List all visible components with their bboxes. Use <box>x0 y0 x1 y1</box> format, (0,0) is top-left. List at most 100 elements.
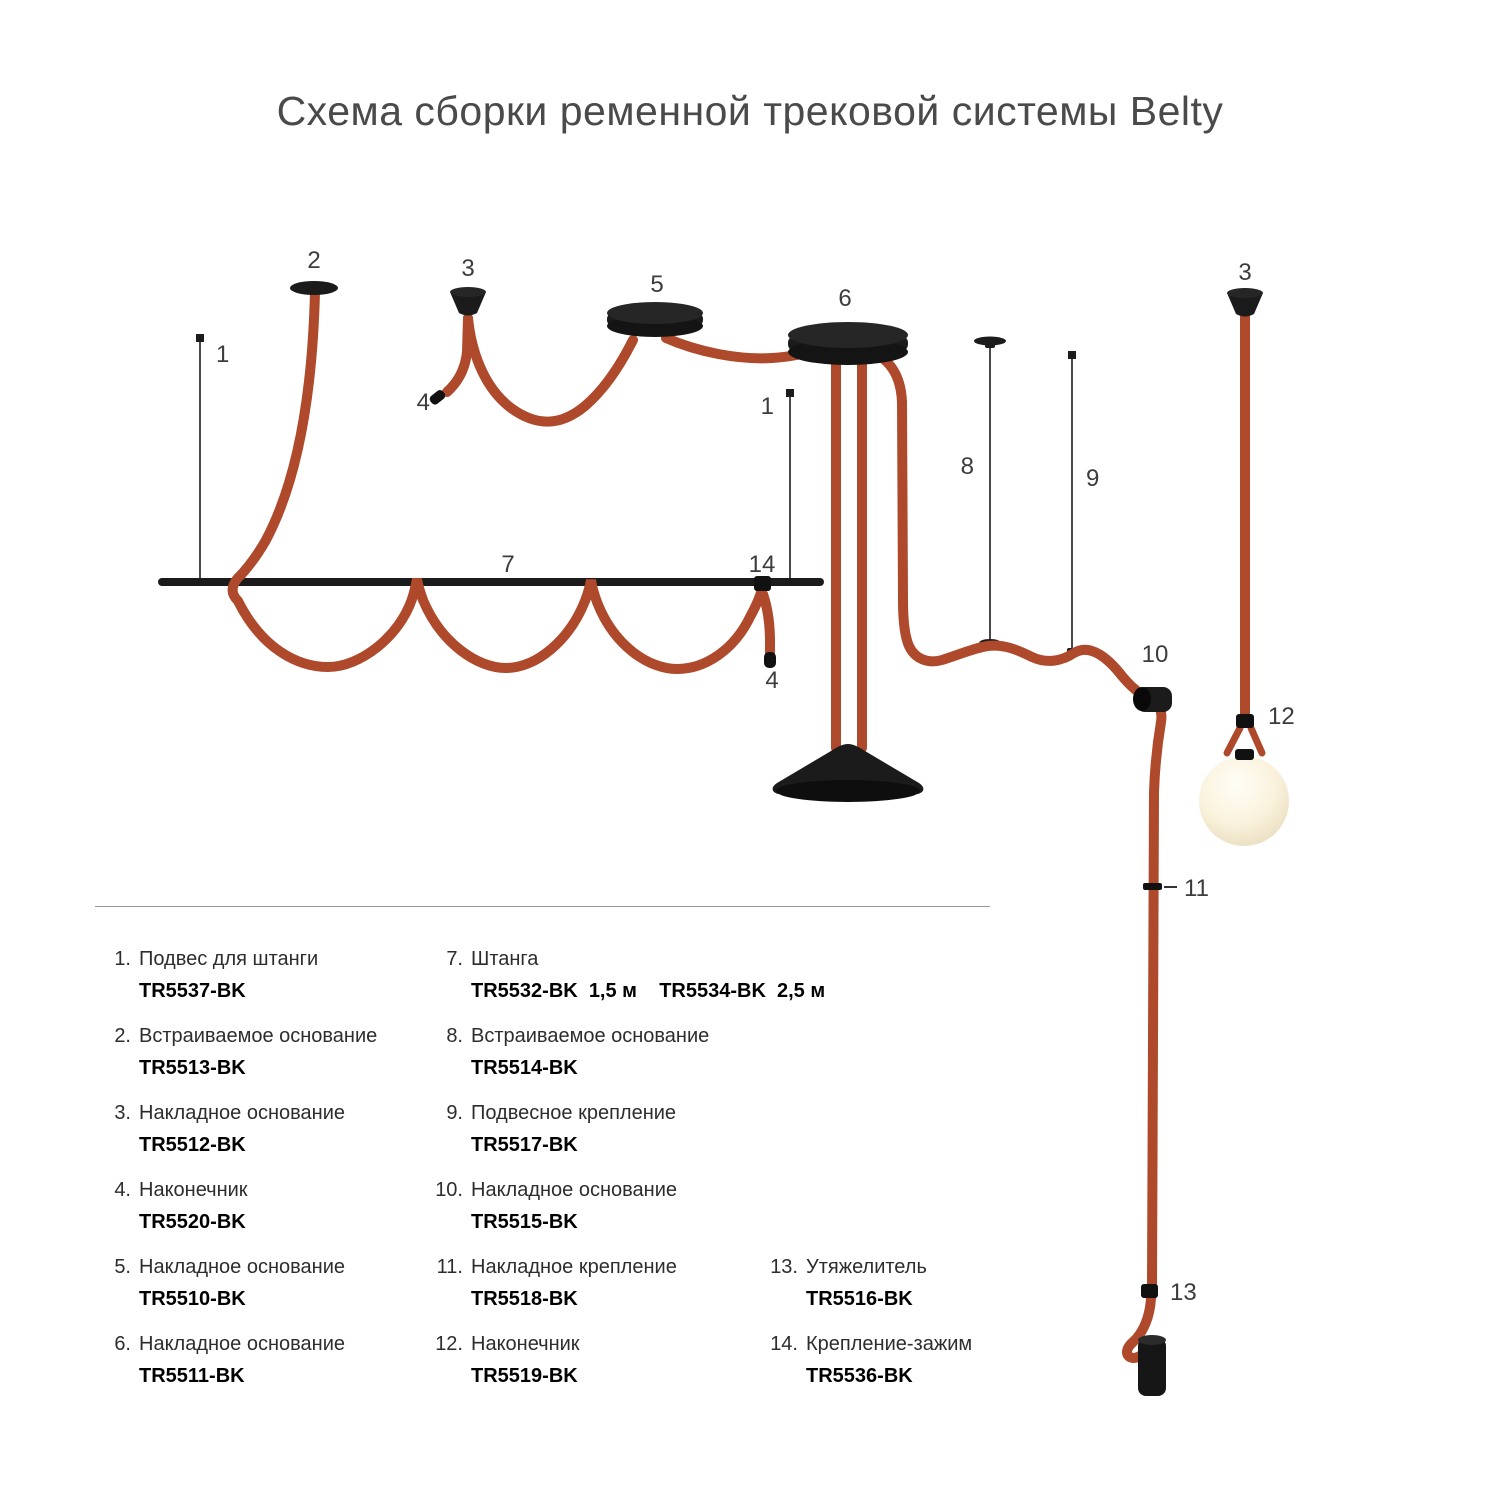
diagram-labels: 1 2 3 4 5 6 7 14 1 4 8 9 10 11 12 13 3 <box>216 247 1295 1306</box>
legend-column-1: 1. Подвес для штанги TR5537-BK 2. Встраива… <box>105 948 377 1410</box>
legend-item-9: 9. Подвесное крепление TR5517-BK <box>425 1102 825 1179</box>
legend-item-6: 6. Накладное основание TR5511-BK <box>105 1333 377 1410</box>
page-title: Схема сборки ременной трековой системы B… <box>276 88 1224 134</box>
surface-base-3-left <box>450 287 486 316</box>
callout-4-right: 4 <box>765 667 778 694</box>
legend-item-number: 9. <box>446 1102 463 1124</box>
legend-item-4: 4. Наконечник TR5520-BK <box>105 1179 377 1256</box>
legend-item-code: TR5536-BK <box>806 1365 913 1387</box>
legend-item-5: 5.Накладное основание TR5510-BK <box>105 1256 377 1333</box>
callout-14: 14 <box>749 551 776 578</box>
recessed-base-2 <box>290 281 338 295</box>
callout-3-right: 3 <box>1238 259 1251 286</box>
legend-item-name: Подвесное крепление <box>471 1102 677 1124</box>
legend-item-code: TR5513-BK <box>139 1057 246 1079</box>
legend-item-number: 11. <box>436 1256 463 1278</box>
legend-item-code: TR5518-BK <box>471 1288 578 1310</box>
legend-item-name: Накладное основание <box>471 1179 678 1201</box>
callout-13: 13 <box>1170 1279 1197 1306</box>
belt-base10-down <box>1143 693 1167 1291</box>
legend-item-name: Накладное основание <box>139 1333 346 1355</box>
legend-item-10: 10. Накладное основание TR5515-BK <box>425 1179 825 1256</box>
legend-item-number: 5. <box>114 1256 131 1278</box>
rod-suspension-wire-right <box>786 389 794 582</box>
legend-item-number: 1. <box>114 948 131 970</box>
legend-item-name: Подвес для штанги <box>139 948 319 970</box>
legend-item-code: TR5517-BK <box>471 1134 578 1156</box>
legend-item-name: Накладное крепление <box>471 1256 677 1278</box>
legend-item-7: 7. Штанга TR5532-BK 1,5 м TR5534-BK 2,5 м <box>425 948 825 1025</box>
legend-item-code: TR5532-BK 1,5 м TR5534-BK 2,5 м <box>471 980 826 1002</box>
legend-item-number: 8. <box>446 1025 463 1047</box>
belt-base6-to-base10 <box>867 347 1153 703</box>
legend-item-number: 13. <box>770 1256 798 1278</box>
callout-6: 6 <box>838 285 851 312</box>
legend-item-12: 12.Наконечник TR5519-BK <box>425 1333 825 1410</box>
belt-end-tip-4-left <box>442 313 473 397</box>
weight-13 <box>1138 1335 1166 1396</box>
recessed-base-wire-8 <box>974 336 1006 647</box>
callout-2: 2 <box>307 247 320 274</box>
ball-collar <box>1235 749 1254 760</box>
callout-4-left: 4 <box>417 389 430 416</box>
belt-ball-right <box>1247 724 1266 757</box>
surface-base-10 <box>1133 687 1172 712</box>
legend-item-2: 2. Встраиваемое основание TR5513-BK <box>105 1025 377 1102</box>
suspension-mount-wire-9 <box>1067 351 1077 655</box>
callout-8: 8 <box>961 453 974 480</box>
callout-1-left: 1 <box>216 341 229 368</box>
callout-1-right: 1 <box>761 393 774 420</box>
callout-12: 12 <box>1268 703 1295 730</box>
legend-item-name: Накладное основание <box>139 1102 346 1124</box>
callout-3-left: 3 <box>461 255 474 282</box>
tip-4-right <box>764 652 776 668</box>
legend-item-code: TR5515-BK <box>471 1211 578 1233</box>
tip-12 <box>1236 714 1254 728</box>
legend-item-number: 2. <box>114 1025 131 1047</box>
legend-item-number: 4. <box>114 1179 131 1201</box>
rod-clamp-14 <box>754 576 771 591</box>
callout-7: 7 <box>501 551 514 578</box>
belt-ball-left <box>1223 724 1244 757</box>
belt-from-base-2 <box>227 287 767 675</box>
surface-base-5 <box>607 302 703 337</box>
legend-item-name: Встраиваемое основание <box>471 1025 710 1047</box>
surface-base-3-right <box>1227 288 1263 317</box>
glass-ball <box>1199 756 1289 846</box>
legend-item-name: Накладное основание <box>139 1256 346 1278</box>
rod <box>158 578 824 586</box>
callout-5: 5 <box>650 271 663 298</box>
legend-item-number: 7. <box>446 948 463 970</box>
legend-item-name: Встраиваемое основание <box>139 1025 378 1047</box>
legend-item-name: Крепление-зажим <box>806 1333 973 1355</box>
legend-item-1: 1. Подвес для штанги TR5537-BK <box>105 948 377 1025</box>
legend-item-number: 6. <box>114 1333 131 1355</box>
legend-item-code: TR5519-BK <box>471 1365 578 1387</box>
cone-shade <box>772 744 924 802</box>
legend-item-name: Наконечник <box>139 1179 248 1201</box>
legend-item-number: 3. <box>114 1102 131 1124</box>
callout-9: 9 <box>1086 465 1099 492</box>
legend-item-14: 14. Крепление-зажим TR5536-BK <box>758 1333 972 1410</box>
legend-column-3: 13.Утяжелитель TR5516-BK 14.Крепление-за… <box>758 1256 972 1410</box>
legend-item-code: TR5516-BK <box>806 1288 913 1310</box>
belt-tail-clamp-14 <box>758 589 775 659</box>
belt-base3-to-base5 <box>463 313 638 427</box>
legend-column-2: 7. Штанга TR5532-BK 1,5 м TR5534-BK 2,5 м… <box>425 948 825 1410</box>
legend-item-code: TR5537-BK <box>139 980 246 1002</box>
callout-11: 11 <box>1184 875 1209 902</box>
legend-item-code: TR5520-BK <box>139 1211 246 1233</box>
legend-item-name: Наконечник <box>471 1333 580 1355</box>
legend-item-11: 11. Накладное крепление TR5518-BK <box>425 1256 825 1333</box>
legend-item-number: 14. <box>770 1333 798 1355</box>
surface-base-6 <box>788 322 908 365</box>
tip-4-left <box>429 390 446 405</box>
legend-item-8: 8.Встраиваемое основание TR5514-BK <box>425 1025 825 1102</box>
legend-item-name: Штанга <box>471 948 539 970</box>
surface-mount-11 <box>1143 883 1162 890</box>
legend-item-code: TR5511-BK <box>139 1365 245 1387</box>
legend-divider <box>95 906 990 907</box>
legend-item-number: 10. <box>435 1179 463 1201</box>
legend-item-3: 3.Накладное основание TR5512-BK <box>105 1102 377 1179</box>
